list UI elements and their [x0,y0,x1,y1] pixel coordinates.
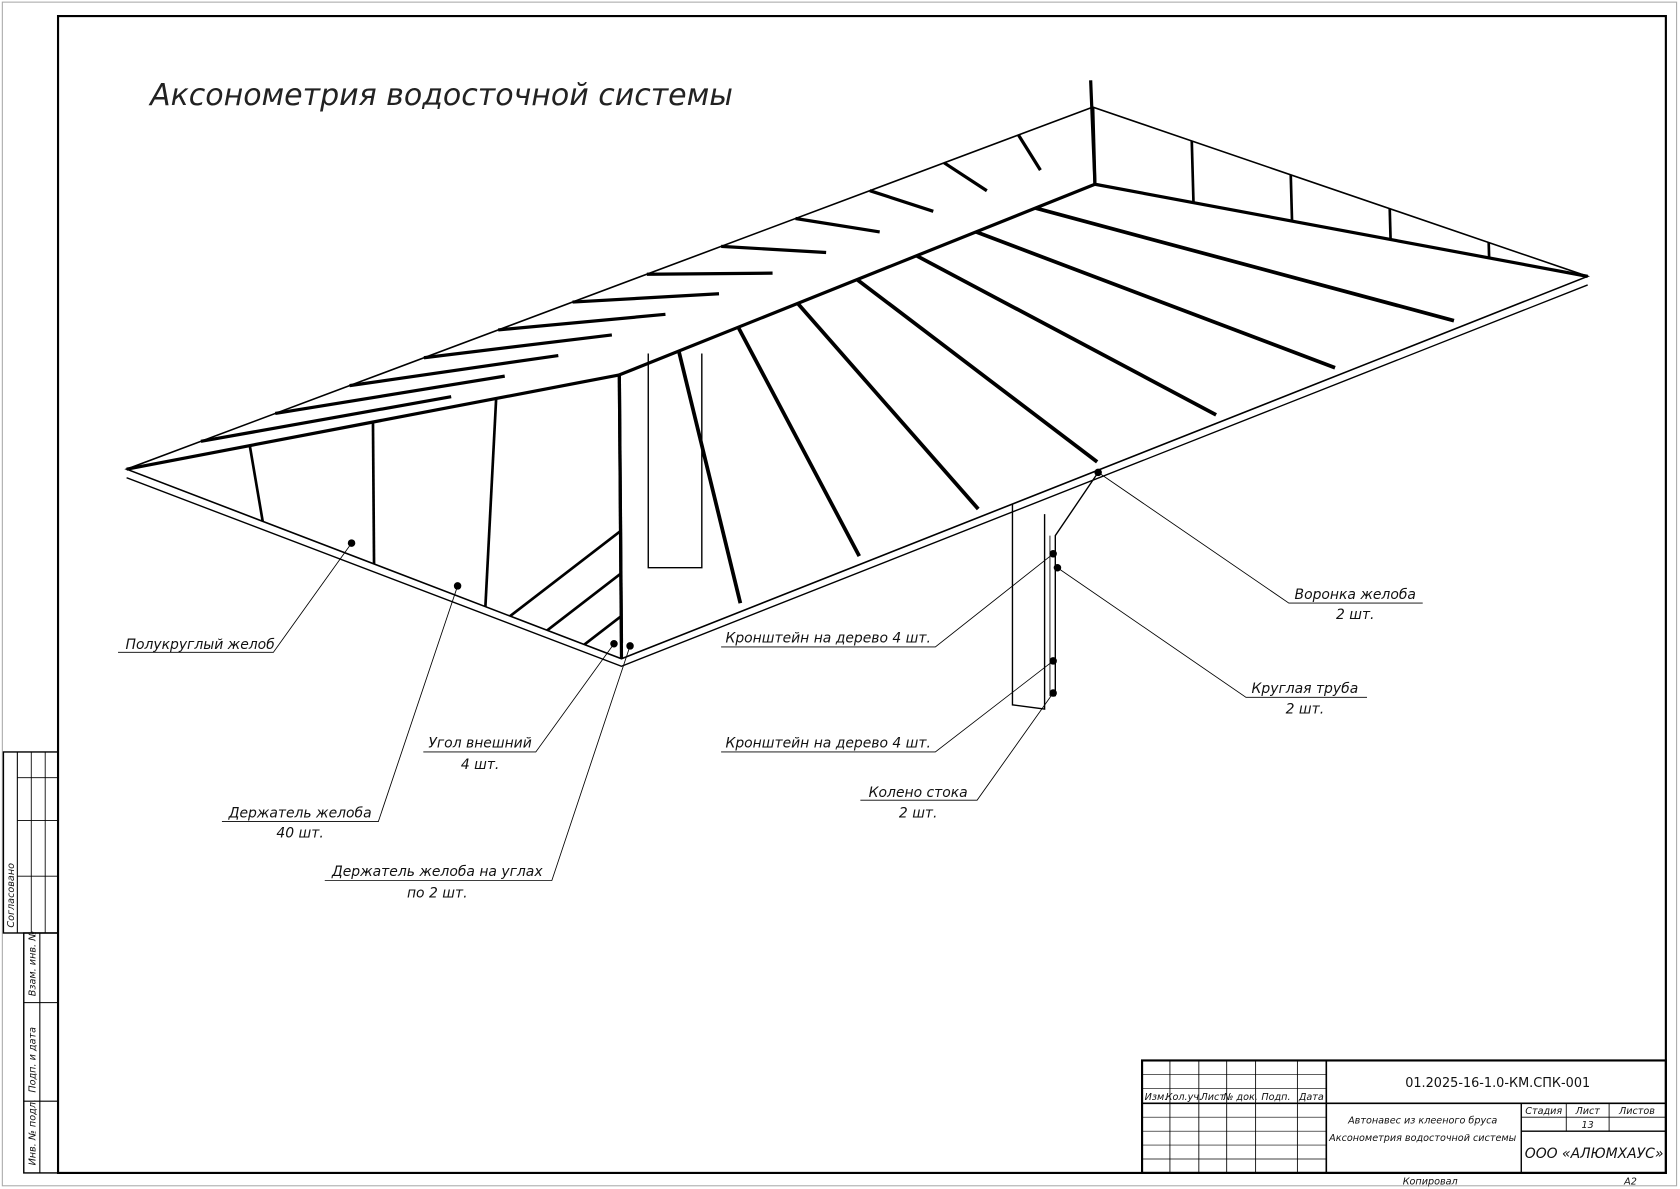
purlin [721,244,827,255]
callout-dot [347,539,356,547]
callouts: Полукруглый желоб Угол внешний 4 шт. Дер… [118,468,1423,902]
leader-line [324,645,631,881]
purlin [200,395,452,443]
leader-line [721,660,1054,753]
rafter [856,278,1099,464]
callout-quantity: 2 шт. [1336,607,1375,623]
callout-bracket-1: Кронштейн на дерево 4 шт. [721,550,1057,648]
rafter [1289,174,1294,222]
drawing-title: Аксонометрия водосточной системы [148,78,733,113]
title-block [1140,1059,1667,1175]
stamp-agreed-label: Согласовано [6,863,17,928]
leader-line [118,542,352,653]
title-block-header: Подп. [1261,1092,1290,1103]
callout-gutter-holder-corners: Держатель желоба на углах по 2 шт. [324,642,634,902]
purlin [498,312,666,332]
stamp-replace-inv-label: Взам. инв. № [28,931,39,996]
title-block-header: Изм. [1145,1092,1168,1103]
rafter [509,529,622,618]
callout-label: Держатель желоба на углах [331,864,543,880]
post-front [1011,503,1046,710]
post-rear [647,353,703,569]
callout-label: Колено стока [869,785,968,801]
callout-quantity: 2 шт. [899,805,938,821]
leader-line [860,692,1054,801]
callout-label: Воронка желоба [1295,587,1416,603]
rafter [583,615,622,646]
leader-line [221,585,458,823]
sheet-number: 13 [1582,1120,1594,1131]
ridge-post [1089,80,1097,185]
callout-label: Кронштейн на дерево 4 шт. [725,631,930,647]
stamp-inv-orig-label: Инв. № подл. [28,1099,39,1165]
rafter [546,572,622,632]
roof-axonometry [124,80,1590,710]
callout-bracket-2: Кронштейн на дерево 4 шт. [721,657,1057,753]
callout-quantity: 4 шт. [461,757,500,773]
callout-quantity: по 2 шт. [407,886,468,902]
sheet-label: Лист [1574,1106,1600,1117]
rafter [248,445,265,522]
rafter [915,254,1217,417]
inner-frame [56,14,1667,1175]
callout-label: Угол внешний [428,736,531,752]
leader-line [721,553,1054,648]
stamp-sign-date-label: Подп. и дата [28,1027,39,1093]
rafter [1035,206,1455,323]
downpipe [1054,471,1099,697]
rafter [371,422,376,564]
leader-line [1097,472,1423,604]
purlin [349,353,559,388]
roof-eave-outline [124,106,1590,660]
title-block-header: Кол.уч. [1166,1092,1202,1103]
stage-label: Стадия [1525,1106,1562,1117]
callout-pipe: Круглая труба 2 шт. [1053,563,1368,717]
company-name: ООО «АЛЮМХАУС» [1525,1146,1664,1162]
leader-line [1057,567,1368,698]
side-stamp [2,751,59,1174]
rafter [484,398,498,607]
sheets-label: Листов [1618,1106,1655,1117]
callout-gutter: Полукруглый желоб [118,539,356,653]
title-block-header: Дата [1298,1092,1324,1103]
callout-quantity: 40 шт. [276,826,323,842]
hip-rafter [1094,182,1588,278]
sheet-title: Аксонометрия водосточной системы [1328,1133,1516,1144]
callout-label: Круглая труба [1252,681,1359,697]
purlin [646,271,773,276]
purlin [869,189,934,213]
callout-label: Кронштейн на дерево 4 шт. [725,736,930,752]
format-label: А2 [1623,1177,1637,1188]
leader-line [423,643,615,753]
purlin [795,216,880,234]
purlin [423,333,613,360]
rafter [736,326,861,557]
callout-outer-corner: Угол внешний 4 шт. [423,640,618,773]
callout-label: Держатель желоба [228,805,372,821]
title-block-header: № док. [1222,1092,1258,1103]
purlin [274,374,505,416]
rafter [676,350,743,604]
title-block-header: Лист [1200,1092,1226,1103]
callout-funnel: Воронка желоба 2 шт. [1094,468,1423,623]
gutter [126,284,1588,668]
purlin [1017,134,1042,171]
copied-label: Копировал [1403,1177,1458,1188]
rafter [1190,140,1195,203]
callout-elbow: Колено стока 2 шт. [860,689,1057,821]
purlin [943,161,988,193]
project-name: Автонавес из клееного бруса [1347,1115,1497,1127]
document-code: 01.2025-16-1.0-КМ.СПК-001 [1405,1076,1590,1091]
purlin [572,292,720,304]
callout-quantity: 2 шт. [1286,701,1325,717]
rafter [1388,208,1392,240]
callout-gutter-holder: Держатель желоба 40 шт. [221,582,462,842]
callout-label: Полукруглый желоб [126,637,276,653]
corner-post-rafter [617,374,624,643]
rafter [796,302,980,511]
rafter [975,230,1336,370]
